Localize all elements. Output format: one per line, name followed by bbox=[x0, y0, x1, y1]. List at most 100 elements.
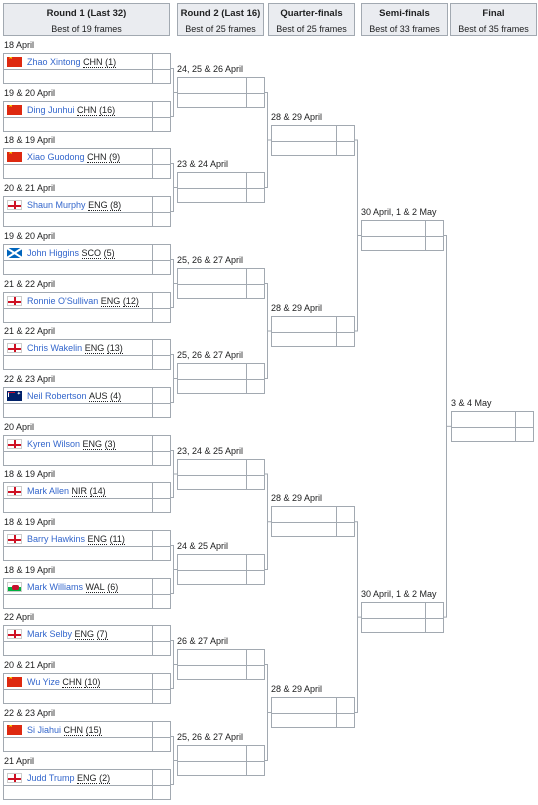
player-name-link[interactable]: Ronnie O'Sullivan bbox=[27, 296, 99, 306]
player-entry: Mark Selby ENG (7) bbox=[7, 628, 108, 640]
match-box: Chris Wakelin ENG (13) bbox=[3, 339, 171, 370]
player-entry: Si Jiahui CHN (15) bbox=[7, 724, 102, 736]
country-code: NIR bbox=[71, 485, 88, 497]
match-divider bbox=[4, 736, 170, 738]
score-cell bbox=[246, 460, 264, 489]
match-box: Kyren Wilson ENG (3) bbox=[3, 435, 171, 466]
match-divider bbox=[178, 760, 264, 762]
match-box bbox=[451, 411, 534, 442]
player-name-link[interactable]: Chris Wakelin bbox=[27, 343, 83, 353]
country-code: AUS bbox=[89, 390, 108, 402]
eng-flag-icon bbox=[7, 296, 22, 306]
seed-label: (16) bbox=[99, 104, 116, 116]
player-name-link[interactable]: John Higgins bbox=[27, 248, 80, 258]
player-name-link[interactable]: Barry Hawkins bbox=[27, 534, 86, 544]
seed-label: (9) bbox=[109, 151, 121, 163]
score-cell bbox=[152, 626, 170, 655]
player-name-link[interactable]: Mark Williams bbox=[27, 582, 83, 592]
match-divider bbox=[178, 283, 264, 285]
player-entry: Ding Junhui CHN (16) bbox=[7, 104, 116, 116]
connector-line bbox=[171, 259, 174, 308]
round-format: Best of 25 frames bbox=[185, 24, 256, 34]
match-date: 20 & 21 April bbox=[4, 183, 56, 193]
player-name-link[interactable]: Kyren Wilson bbox=[27, 439, 81, 449]
connector-line bbox=[265, 92, 268, 188]
country-code: CHN bbox=[77, 104, 97, 116]
player-name-link[interactable]: Mark Allen bbox=[27, 486, 70, 496]
player-name-link[interactable]: Mark Selby bbox=[27, 629, 73, 639]
score-cell bbox=[152, 102, 170, 131]
match-divider bbox=[4, 116, 170, 118]
eng-flag-icon bbox=[7, 773, 22, 783]
aus-flag-icon bbox=[7, 391, 22, 401]
score-cell bbox=[152, 579, 170, 608]
match-date: 25, 26 & 27 April bbox=[177, 350, 244, 360]
connector-line bbox=[171, 545, 174, 594]
country-code: ENG bbox=[84, 342, 105, 354]
country-code: ENG bbox=[100, 295, 121, 307]
player-name-link[interactable]: Ding Junhui bbox=[27, 105, 75, 115]
score-cell bbox=[152, 149, 170, 178]
country-code: CHN bbox=[63, 724, 84, 736]
score-cell bbox=[152, 531, 170, 560]
round-header: Round 2 (Last 16) Best of 25 frames bbox=[177, 3, 264, 36]
chn-flag-icon bbox=[7, 677, 22, 687]
match-divider bbox=[4, 259, 170, 261]
match-box bbox=[177, 363, 265, 394]
match-date: 21 & 22 April bbox=[4, 326, 56, 336]
match-divider bbox=[362, 235, 443, 237]
player-name-link[interactable]: Neil Robertson bbox=[27, 391, 87, 401]
player-name-link[interactable]: Wu Yize bbox=[27, 677, 60, 687]
match-divider bbox=[178, 378, 264, 380]
round-title: Round 2 (Last 16) bbox=[180, 8, 261, 19]
score-cell bbox=[336, 317, 354, 346]
match-box: Ding Junhui CHN (16) bbox=[3, 101, 171, 132]
player-name-link[interactable]: Judd Trump bbox=[27, 773, 75, 783]
seed-label: (14) bbox=[89, 485, 106, 497]
match-box bbox=[271, 697, 355, 728]
connector-line bbox=[355, 139, 358, 332]
country-code: ENG bbox=[87, 533, 108, 545]
seed-label: (12) bbox=[122, 295, 139, 307]
match-box bbox=[271, 506, 355, 537]
match-date: 22 April bbox=[4, 612, 35, 622]
match-divider bbox=[4, 593, 170, 595]
connector-line bbox=[171, 68, 174, 117]
score-cell bbox=[336, 698, 354, 727]
match-divider bbox=[4, 68, 170, 70]
match-divider bbox=[4, 354, 170, 356]
match-divider bbox=[178, 187, 264, 189]
connector-line bbox=[171, 163, 174, 212]
score-cell bbox=[246, 269, 264, 298]
match-box bbox=[177, 77, 265, 108]
match-divider bbox=[4, 497, 170, 499]
match-date: 23 & 24 April bbox=[177, 159, 229, 169]
match-box bbox=[271, 125, 355, 156]
match-box: Barry Hawkins ENG (11) bbox=[3, 530, 171, 561]
match-divider bbox=[4, 688, 170, 690]
score-cell bbox=[246, 650, 264, 679]
match-date: 28 & 29 April bbox=[271, 684, 323, 694]
chn-flag-icon bbox=[7, 725, 22, 735]
match-date: 28 & 29 April bbox=[271, 493, 323, 503]
country-code: SCO bbox=[81, 247, 102, 259]
player-entry: Barry Hawkins ENG (11) bbox=[7, 533, 125, 545]
chn-flag-icon bbox=[7, 152, 22, 162]
round-title: Semi-finals bbox=[379, 8, 430, 19]
match-box: Neil Robertson AUS (4) bbox=[3, 387, 171, 418]
player-name-link[interactable]: Xiao Guodong bbox=[27, 152, 85, 162]
match-box bbox=[177, 172, 265, 203]
score-cell bbox=[152, 340, 170, 369]
player-name-link[interactable]: Zhao Xintong bbox=[27, 57, 81, 67]
player-name-link[interactable]: Shaun Murphy bbox=[27, 200, 86, 210]
seed-label: (7) bbox=[96, 628, 108, 640]
match-box: Wu Yize CHN (10) bbox=[3, 673, 171, 704]
eng-flag-icon bbox=[7, 200, 22, 210]
player-name-link[interactable]: Si Jiahui bbox=[27, 725, 62, 735]
connector-line bbox=[171, 450, 174, 498]
match-date: 3 & 4 May bbox=[451, 398, 492, 408]
player-entry: Judd Trump ENG (2) bbox=[7, 772, 111, 784]
match-box: Shaun Murphy ENG (8) bbox=[3, 196, 171, 227]
match-box: Ronnie O'Sullivan ENG (12) bbox=[3, 292, 171, 323]
